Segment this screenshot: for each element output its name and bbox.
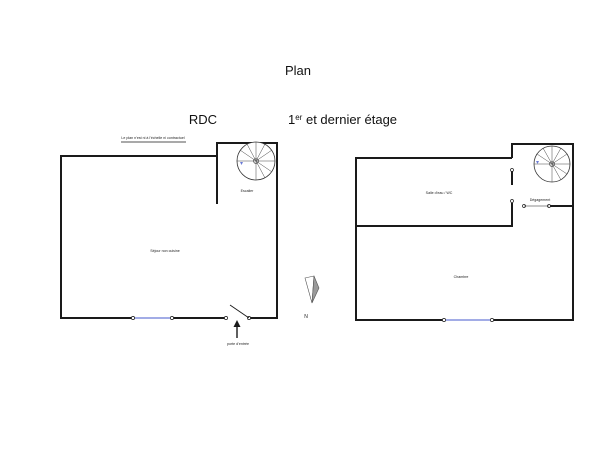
- stairs-label: Escalier: [241, 189, 255, 193]
- entrance-door: [224, 304, 251, 320]
- ground-floor: porte d'entrée Escalier Séjour non cuisi…: [60, 141, 278, 346]
- upper-spiral-stairs-icon: [533, 145, 571, 183]
- upper-floor: Salle d'eau / WC Dégagement Chambre: [355, 143, 574, 322]
- entrance-label: porte d'entrée: [227, 342, 249, 346]
- ground-spiral-stairs-icon: [236, 141, 276, 181]
- upper-floor-label-rest: et dernier étage: [302, 112, 397, 127]
- upper-interior-wall: [356, 203, 513, 227]
- ground-floor-wall: [60, 155, 225, 319]
- ground-floor-wall-right: [216, 142, 278, 319]
- hall-label: Dégagement: [530, 198, 551, 202]
- plan-title: Plan: [285, 63, 311, 78]
- upper-floor-label-main: 1: [288, 112, 295, 127]
- living-room-label: Séjour non cuisine: [150, 249, 180, 253]
- ground-window: [131, 316, 174, 320]
- ground-floor-label: RDC: [189, 112, 217, 127]
- compass-label: N: [304, 314, 308, 320]
- upper-window: [442, 318, 494, 322]
- bathroom-label: Salle d'eau / WC: [426, 191, 453, 195]
- bedroom-label: Chambre: [454, 275, 469, 279]
- entrance-arrow-icon: [233, 320, 241, 338]
- upper-floor-label: 1er et dernier étage: [288, 112, 397, 127]
- upper-floor-label-sup: er: [295, 113, 302, 122]
- upper-floor-wall: [355, 143, 574, 321]
- scale-note: Le plan n'est ni à l'échelle ni contract…: [121, 136, 185, 140]
- north-compass-icon: [304, 275, 320, 304]
